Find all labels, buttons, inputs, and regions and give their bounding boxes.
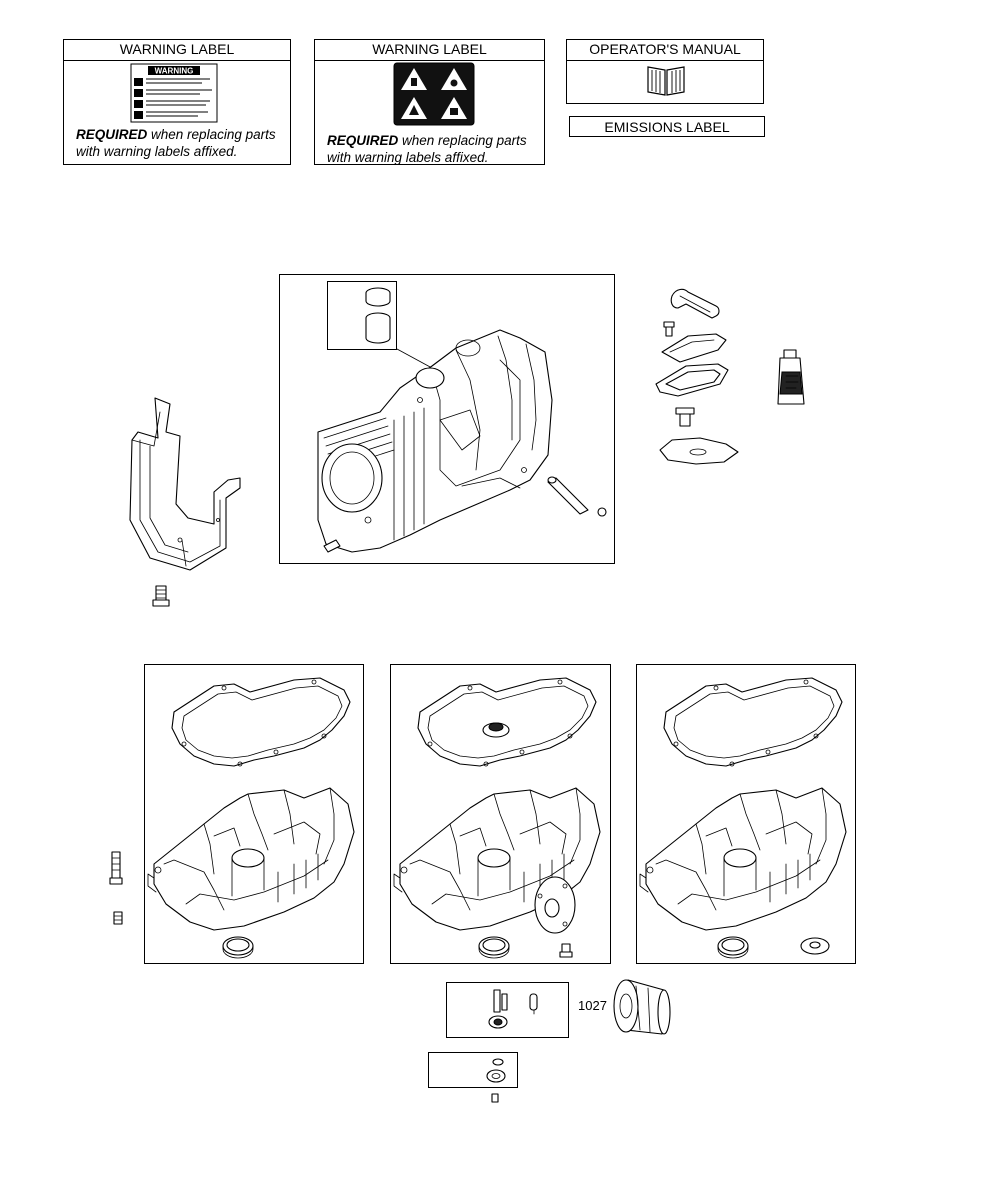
sump-plug-2 xyxy=(560,944,572,957)
thrust-washer xyxy=(801,938,829,954)
oil-filter-callout: 1027 xyxy=(578,998,607,1013)
breather-gasket xyxy=(656,364,728,396)
required-note-1a: when replacing parts xyxy=(151,127,276,142)
hazard-pictogram-icon xyxy=(393,62,475,126)
warning-decal-icon: WARNING xyxy=(130,63,218,123)
sleeve-parts xyxy=(366,288,390,343)
relief-valve-kit xyxy=(487,1059,505,1102)
sump-assembly-2 xyxy=(393,677,601,959)
oil-filter xyxy=(614,980,670,1034)
sump-box-1 xyxy=(144,664,364,964)
oil-pump-kit-box xyxy=(446,982,569,1038)
warning-label-box-1: WARNING LABEL WARNING REQUIRED when repl… xyxy=(63,39,291,165)
breather-cover xyxy=(662,334,726,362)
warning-decal-heading: WARNING xyxy=(155,67,194,76)
emissions-label-title: EMISSIONS LABEL xyxy=(604,119,730,135)
breather-bolt xyxy=(664,322,674,336)
sealant-tube xyxy=(778,350,804,404)
sump-box-2 xyxy=(390,664,611,964)
breather-tube xyxy=(671,289,719,318)
warning-label-box-2: WARNING LABEL REQUIRED when replacing pa… xyxy=(314,39,545,165)
breather-valve xyxy=(660,408,738,464)
emissions-label-box: EMISSIONS LABEL xyxy=(569,116,765,137)
engine-block xyxy=(318,330,552,552)
operators-manual-title: OPERATOR'S MANUAL xyxy=(567,40,763,61)
shield-bolt xyxy=(153,586,169,606)
oil-pump-kit xyxy=(489,990,537,1028)
operators-manual-box: OPERATOR'S MANUAL xyxy=(566,39,764,104)
cylinder-block-box xyxy=(279,274,615,564)
warning-label-title-1: WARNING LABEL xyxy=(64,40,290,61)
required-note-2b: with warning labels affixed. xyxy=(327,150,489,165)
oil-pump xyxy=(535,877,575,933)
relief-valve-box xyxy=(428,1052,518,1088)
sump-dowel xyxy=(114,912,122,924)
sump-assembly-3 xyxy=(639,677,847,959)
required-text-1: REQUIRED xyxy=(76,127,148,142)
sump-box-3 xyxy=(636,664,856,964)
required-note-1b: with warning labels affixed. xyxy=(76,144,238,159)
warning-label-title-2: WARNING LABEL xyxy=(315,40,544,61)
sleeve-inset-box xyxy=(327,281,397,350)
book-icon xyxy=(647,66,685,96)
dowel-pins xyxy=(324,477,606,552)
required-note-2a: when replacing parts xyxy=(402,133,527,148)
sump-bolt xyxy=(110,852,122,884)
required-text-2: REQUIRED xyxy=(327,133,399,148)
governor-gear xyxy=(483,723,509,737)
